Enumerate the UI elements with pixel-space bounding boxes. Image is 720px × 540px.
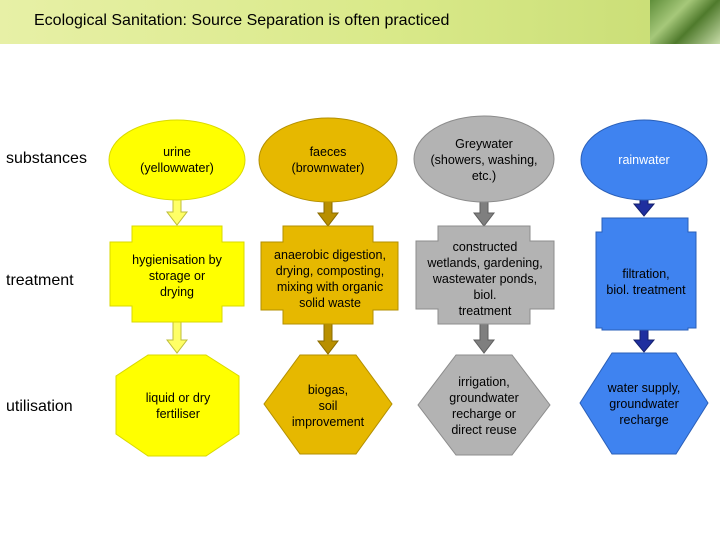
rainwater-utilisation-hexagon bbox=[579, 352, 709, 455]
rainwater-treatment-text: filtration,biol. treatment bbox=[606, 267, 686, 297]
urine-treatment-cross bbox=[109, 225, 245, 323]
utilisation-shapes bbox=[115, 352, 709, 457]
faeces-treatment-cross bbox=[260, 225, 399, 325]
slide-title: Ecological Sanitation: Source Separation… bbox=[34, 12, 450, 29]
substance-shapes bbox=[108, 115, 708, 203]
urine-substance-text: urine(yellowwater) bbox=[140, 145, 214, 175]
title-bar: Ecological Sanitation: Source Separation… bbox=[0, 0, 720, 44]
arrow-grey-2 bbox=[472, 321, 496, 354]
greywater-ellipse bbox=[413, 115, 555, 203]
row-label-utilisation: utilisation bbox=[6, 398, 73, 415]
row-label-substances: substances bbox=[6, 150, 87, 167]
rainwater-ellipse bbox=[580, 119, 708, 201]
greywater-utilisation-hexagon bbox=[417, 354, 551, 456]
faeces-utilisation-hexagon bbox=[263, 354, 393, 455]
reed-photo bbox=[650, 0, 720, 44]
faeces-treatment-text: anaerobic digestion,drying, composting,m… bbox=[274, 248, 386, 310]
rainwater-substance-text: rainwater bbox=[618, 153, 670, 167]
arrow-urine-2 bbox=[165, 321, 189, 354]
urine-utilisation-octagon bbox=[115, 354, 240, 457]
faeces-ellipse bbox=[258, 117, 398, 203]
greywater-substance-text: Greywater(showers, washing,etc.) bbox=[430, 137, 538, 183]
row-label-treatment: treatment bbox=[6, 272, 74, 289]
treatment-shapes bbox=[109, 217, 697, 331]
greywater-treatment-cross bbox=[415, 225, 555, 325]
arrow-faeces-2 bbox=[316, 321, 340, 355]
rainwater-treatment-cross bbox=[595, 217, 697, 331]
urine-ellipse bbox=[108, 119, 246, 201]
arrow-rain-2 bbox=[632, 327, 656, 353]
faeces-substance-text: faeces(brownwater) bbox=[291, 145, 365, 175]
